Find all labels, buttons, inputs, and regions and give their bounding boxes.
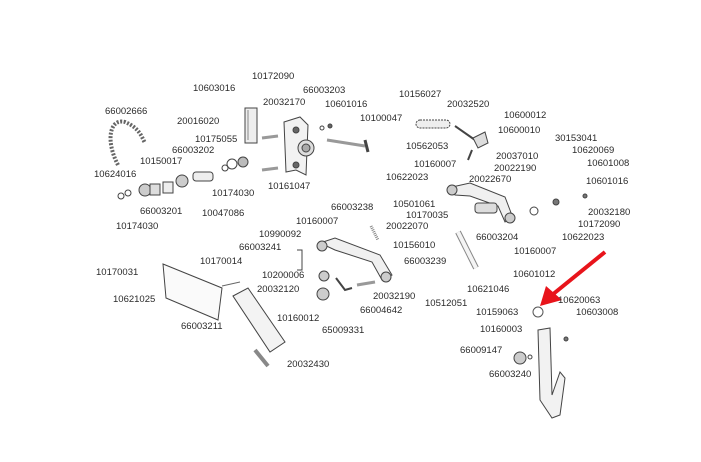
part-number-label[interactable]: 10170031 — [96, 267, 139, 278]
part-number-label[interactable]: 10601008 — [587, 158, 630, 169]
part-number-label[interactable]: 10512051 — [425, 298, 468, 309]
part-number-label[interactable]: 10161047 — [268, 181, 311, 192]
part-number-label[interactable]: 10620069 — [572, 145, 615, 156]
part-number-label[interactable]: 10160003 — [480, 324, 523, 335]
part-number-label[interactable]: 10100047 — [360, 113, 403, 124]
part-number-label[interactable]: 10603008 — [576, 307, 619, 318]
part-number-label[interactable]: 20037010 — [496, 151, 539, 162]
gearbox-plate — [283, 116, 309, 176]
bracket-66003240 — [537, 327, 566, 419]
part-number-label[interactable]: 66004642 — [360, 305, 403, 316]
part-number-label[interactable]: 66003241 — [239, 242, 282, 253]
part-number-label[interactable]: 66009147 — [460, 345, 503, 356]
part-number-label[interactable]: 65009331 — [322, 325, 365, 336]
part-number-label[interactable]: 10600012 — [504, 110, 547, 121]
part-number-label[interactable]: 10172090 — [578, 219, 621, 230]
part-number-label[interactable]: 20032180 — [588, 207, 631, 218]
part-number-label[interactable]: 10562053 — [406, 141, 449, 152]
part-number-label[interactable]: 20032520 — [447, 99, 490, 110]
part-number-label[interactable]: 66003202 — [172, 145, 215, 156]
part-number-label[interactable]: 66003203 — [303, 85, 346, 96]
shaft-assembly — [117, 156, 249, 200]
part-number-label[interactable]: 10174030 — [116, 221, 159, 232]
part-number-label[interactable]: 20022070 — [386, 221, 429, 232]
part-number-label[interactable]: 66003204 — [476, 232, 519, 243]
part-number-label[interactable]: 10601012 — [513, 269, 556, 280]
part-number-label[interactable]: 20032430 — [287, 359, 330, 370]
spring — [415, 119, 451, 129]
part-number-label[interactable]: 10601016 — [325, 99, 368, 110]
circlip-10159063 — [532, 306, 544, 318]
part-number-label[interactable]: 20032170 — [263, 97, 306, 108]
part-number-label[interactable]: 10150017 — [140, 156, 183, 167]
part-number-label[interactable]: 10160012 — [277, 313, 320, 324]
part-number-label[interactable]: 66002666 — [105, 106, 148, 117]
part-number-label[interactable]: 20032190 — [373, 291, 416, 302]
part-number-label[interactable]: 10172090 — [252, 71, 295, 82]
part-number-label[interactable]: 66003238 — [331, 202, 374, 213]
part-number-label[interactable]: 66003211 — [181, 321, 223, 332]
part-number-label[interactable]: 10159063 — [476, 307, 519, 318]
part-number-label[interactable]: 10170035 — [406, 210, 449, 221]
part-number-label[interactable]: 10200006 — [262, 270, 305, 281]
part-number-label[interactable]: 10501061 — [393, 199, 436, 210]
part-number-label[interactable]: 10621046 — [467, 284, 510, 295]
part-number-label[interactable]: 10601016 — [586, 176, 629, 187]
part-number-label[interactable]: 10156027 — [399, 89, 442, 100]
part-number-label[interactable]: 66003201 — [140, 206, 183, 217]
chain-part — [108, 119, 147, 166]
part-number-label[interactable]: 10622023 — [562, 232, 605, 243]
part-number-label[interactable]: 10624016 — [94, 169, 137, 180]
part-number-label[interactable]: 10047086 — [202, 208, 245, 219]
part-number-label[interactable]: 20022670 — [469, 174, 512, 185]
part-number-label[interactable]: 10620063 — [558, 295, 601, 306]
arm-66003204 — [451, 182, 514, 223]
part-number-label[interactable]: 10170014 — [200, 256, 243, 267]
part-number-label[interactable]: 30153041 — [555, 133, 598, 144]
part-number-label[interactable]: 10156010 — [393, 240, 436, 251]
panel-20032120 — [232, 287, 286, 353]
part-number-label[interactable]: 10160007 — [514, 246, 557, 257]
part-number-label[interactable]: 10175055 — [195, 134, 238, 145]
part-number-label[interactable]: 20032120 — [257, 284, 300, 295]
part-number-label[interactable]: 20022190 — [494, 163, 537, 174]
part-number-label[interactable]: 10621025 — [113, 294, 156, 305]
part-number-label[interactable]: 10603016 — [193, 83, 236, 94]
part-number-label[interactable]: 10160007 — [414, 159, 457, 170]
part-number-label[interactable]: 10990092 — [259, 229, 302, 240]
part-number-label[interactable]: 10160007 — [296, 216, 339, 227]
part-number-label[interactable]: 10600010 — [498, 125, 541, 136]
part-number-label[interactable]: 66003239 — [404, 256, 447, 267]
part-number-label[interactable]: 20016020 — [177, 116, 220, 127]
part-number-label[interactable]: 10622023 — [386, 172, 429, 183]
part-number-label[interactable]: 10174030 — [212, 188, 255, 199]
part-number-label[interactable]: 66003240 — [489, 369, 532, 380]
panel-66003211 — [162, 263, 223, 321]
